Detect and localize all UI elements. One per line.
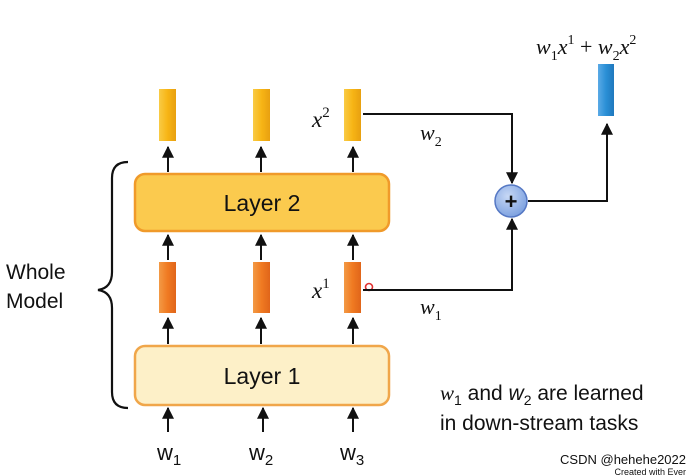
- layer-2-label: Layer 2: [224, 190, 301, 216]
- layer-1-output-vector-3: [344, 262, 361, 313]
- plus-icon: +: [505, 189, 518, 214]
- layer-1-label: Layer 1: [224, 363, 301, 389]
- w2-label: w2: [420, 120, 442, 150]
- x2-label: x2: [311, 105, 330, 132]
- sum-operator-circle: [494, 184, 528, 218]
- output-formula: w1x1 + w2x2: [536, 33, 636, 64]
- x1-label: x1: [311, 276, 330, 303]
- x2-to-sum-connector: [363, 113, 518, 185]
- x1-to-sum-connector: [363, 217, 518, 291]
- csdn-watermark: CSDN @hehehe2022: [560, 452, 686, 467]
- layer-2-output-vector-3: [344, 89, 361, 141]
- layer-2-output-vector-1: [159, 89, 176, 141]
- w1-label: w1: [420, 294, 442, 324]
- footer-partial-text: Created with Ever: [614, 467, 686, 476]
- weighted-sum-output-vector: [598, 64, 614, 116]
- whole-model-brace: [97, 160, 129, 410]
- layer-1-output-vector-2: [253, 262, 270, 313]
- sum-to-output-connector: [528, 122, 613, 202]
- layer-1-box: [133, 344, 391, 407]
- input-label-w1: w1: [156, 440, 181, 469]
- input-label-w2: w2: [248, 440, 273, 469]
- whole-model-label-line1: Whole: [6, 261, 66, 284]
- layer-2-output-vector-2: [253, 89, 270, 141]
- layer-2-box: [133, 172, 391, 233]
- whole-model-label-line2: Model: [6, 290, 63, 313]
- input-label-w3: w3: [339, 440, 364, 469]
- learned-weights-note-line1: w1 and w2 are learned: [440, 381, 644, 408]
- layer-1-output-vector-1: [159, 262, 176, 313]
- learned-weights-note-line2: in down-stream tasks: [440, 412, 638, 435]
